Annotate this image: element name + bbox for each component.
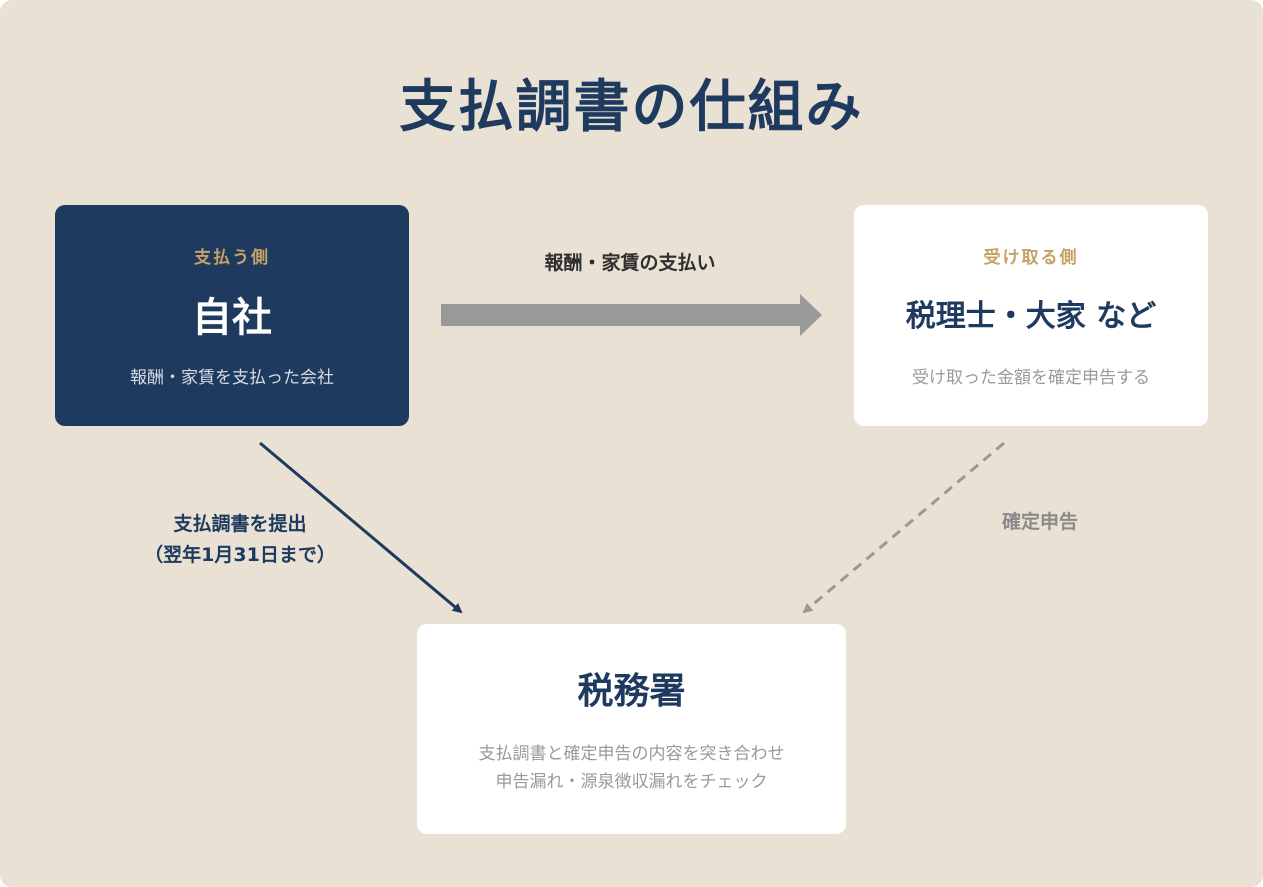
submission-label-line2: （翌年1月31日まで） — [144, 544, 336, 566]
submission-label-line1: 支払調書を提出 — [173, 513, 307, 535]
submission-arrow — [259, 441, 463, 614]
filing-arrow — [802, 441, 1005, 614]
payer-box: 支払う側 自社 報酬・家賃を支払った会社 — [55, 205, 409, 426]
tax-office-description: 支払調書と確定申告の内容を突き合わせ 申告漏れ・源泉徴収漏れをチェック — [417, 740, 846, 796]
payment-label: 報酬・家賃の支払い — [544, 252, 716, 274]
receiver-role: 受け取る側 — [983, 248, 1079, 268]
payer-description: 報酬・家賃を支払った会社 — [130, 368, 334, 388]
payment-arrow — [441, 294, 822, 336]
receiver-box: 受け取る側 税理士・大家 など 受け取った金額を確定申告する — [854, 205, 1208, 426]
filing-label: 確定申告 — [1001, 511, 1078, 533]
tax-office-box: 税務署 支払調書と確定申告の内容を突き合わせ 申告漏れ・源泉徴収漏れをチェック — [417, 624, 846, 834]
diagram-title: 支払調書の仕組み — [399, 75, 864, 140]
tax-office-description-line1: 支払調書と確定申告の内容を突き合わせ — [478, 744, 785, 764]
submission-label: 支払調書を提出 （翌年1月31日まで） — [110, 509, 370, 571]
payer-name: 自社 — [192, 295, 272, 341]
receiver-description: 受け取った金額を確定申告する — [912, 368, 1150, 388]
payer-role: 支払う側 — [194, 248, 270, 268]
tax-office-name: 税務署 — [577, 671, 686, 712]
receiver-name: 税理士・大家 など — [905, 299, 1157, 334]
tax-office-description-line2: 申告漏れ・源泉徴収漏れをチェック — [495, 772, 768, 792]
